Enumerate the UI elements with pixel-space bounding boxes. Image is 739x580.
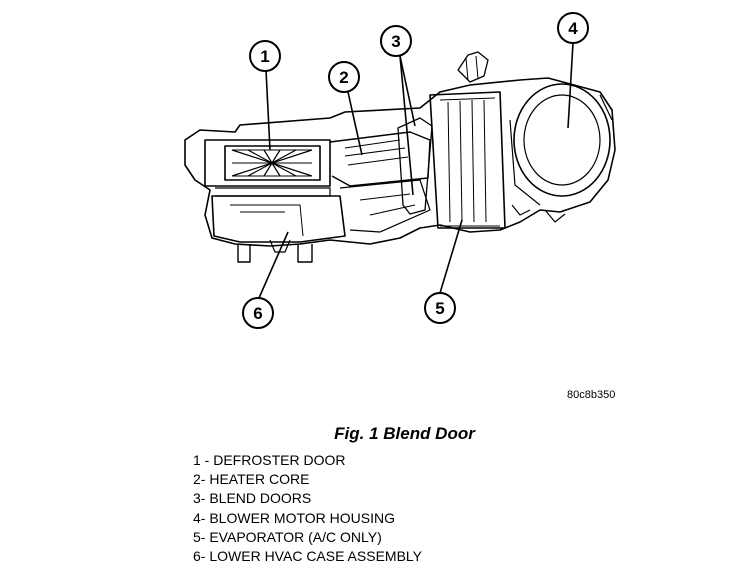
callout-2-label: 2 (339, 68, 348, 87)
legend-item: 2- HEATER CORE (193, 471, 310, 488)
figure-title: Fig. 1 Blend Door (334, 424, 475, 443)
callout-3-label: 3 (391, 32, 400, 51)
leader-line-1 (265, 69, 271, 151)
figure-reference-code: 80c8b350 (567, 389, 616, 401)
legend-list: 1 - DEFROSTER DOOR 2- HEATER CORE 3- BLE… (193, 451, 422, 566)
figure-caption: Fig. 1 Blend Door (0, 424, 739, 444)
legend-item: 6- LOWER HVAC CASE ASSEMBLY (193, 548, 422, 565)
leader-line-4 (567, 42, 574, 129)
leader-line-6 (258, 231, 289, 299)
hvac-housing-drawing (184, 51, 616, 263)
legend-item: 5- EVAPORATOR (A/C ONLY) (193, 528, 382, 545)
legend-item: 1 - DEFROSTER DOOR (193, 452, 346, 468)
callout-3: 3 (380, 25, 412, 57)
legend-item: 4- BLOWER MOTOR HOUSING (193, 509, 395, 526)
legend-item: 3- BLEND DOORS (193, 490, 312, 507)
callout-5: 5 (424, 292, 456, 324)
callout-circles: 1 2 3 4 5 6 (242, 12, 589, 329)
callout-6-label: 6 (253, 304, 262, 323)
callout-6: 6 (242, 297, 274, 329)
leader-lines (258, 42, 574, 299)
leader-line-3b (399, 55, 414, 196)
leader-line-2 (347, 91, 363, 156)
leader-line-5 (439, 219, 463, 294)
callout-4: 4 (557, 12, 589, 44)
callout-5-label: 5 (435, 299, 444, 318)
hvac-housing-diagram: 1 2 3 4 5 6 (184, 12, 616, 329)
callout-1-label: 1 (260, 47, 269, 66)
callout-2: 2 (328, 61, 360, 93)
leader-line-3a (399, 55, 416, 127)
callout-1: 1 (249, 40, 281, 72)
callout-4-label: 4 (568, 19, 578, 38)
